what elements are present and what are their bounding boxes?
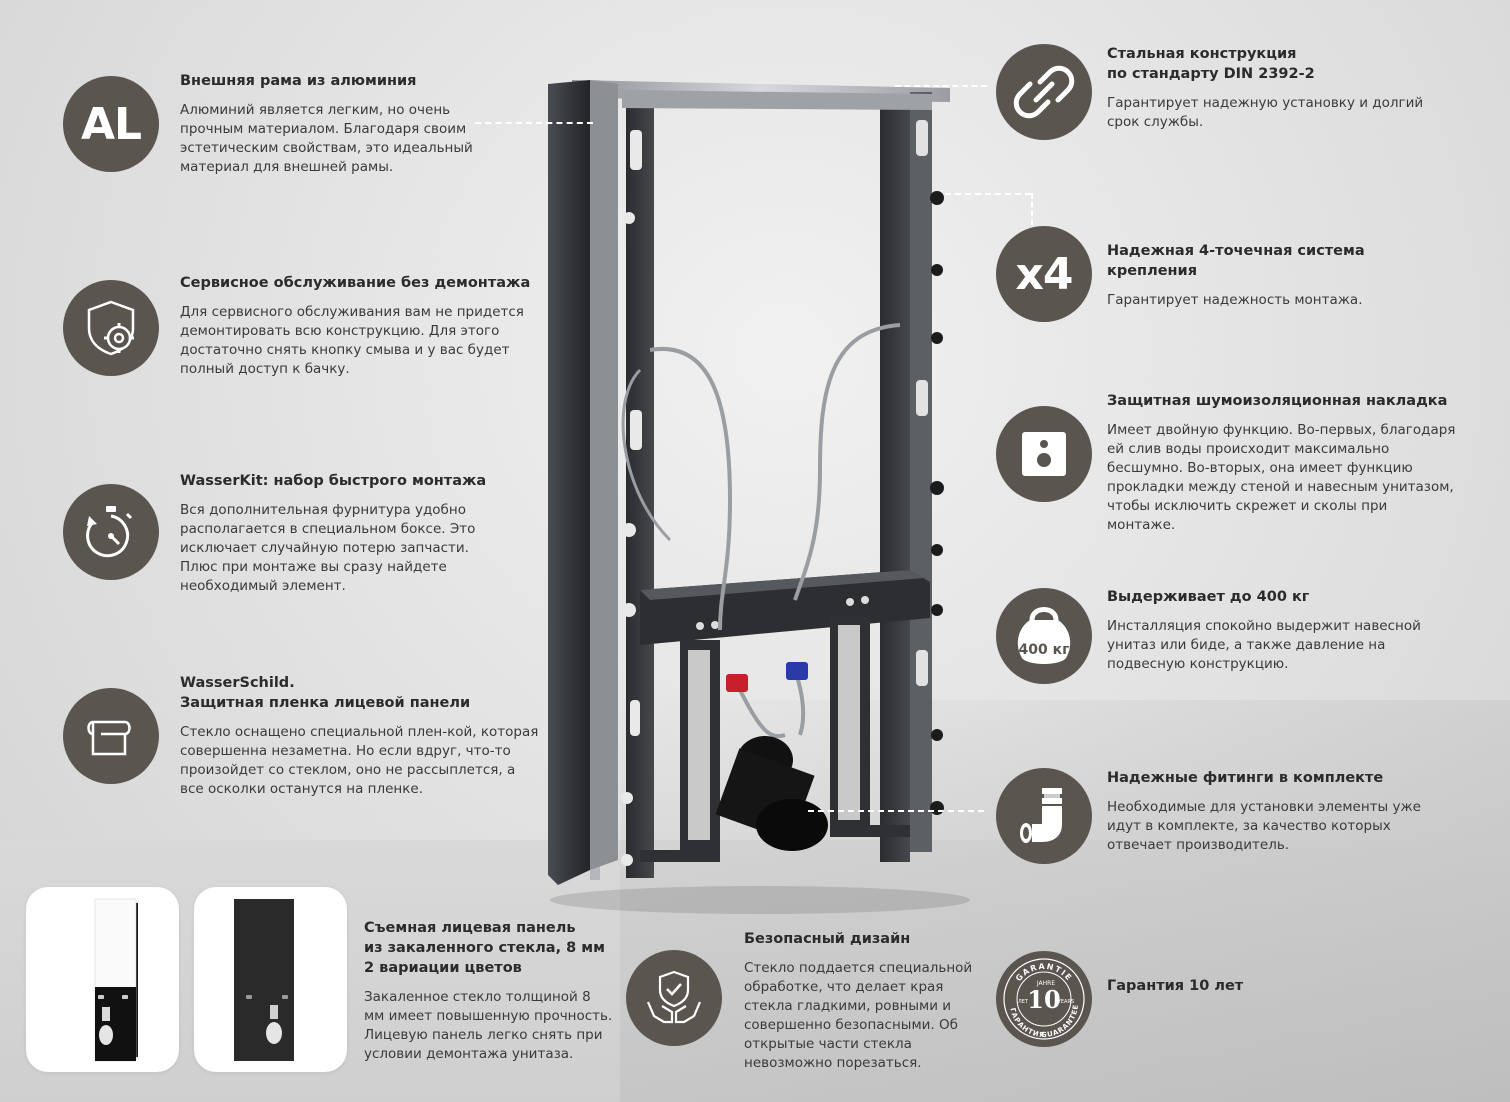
feature-title-aluminium: Внешняя рама из алюминия bbox=[180, 73, 417, 89]
warranty-seal-icon: GARANTIE ГАРАНТИЯ GUARANTEE JAHRE 10 ЛЕТ… bbox=[996, 951, 1092, 1047]
feature-title-wasserschild: WasserSchild. Защитная пленка лицевой па… bbox=[180, 675, 471, 711]
feature-desc-wasserschild: Стекло оснащено специальной плен-кой, ко… bbox=[180, 724, 539, 797]
hands-shield-icon bbox=[626, 950, 722, 1046]
feature-title-warranty: Гарантия 10 лет bbox=[1107, 978, 1244, 994]
x4-icon-label: x4 bbox=[1015, 248, 1074, 300]
connector-line-four-point-vertical bbox=[1031, 193, 1033, 225]
film-roll-icon bbox=[63, 688, 159, 784]
feature-title-service: Сервисное обслуживание без демонтажа bbox=[180, 275, 531, 291]
feature-desc-steel: Гарантирует надежную установку и долгий … bbox=[1107, 95, 1424, 130]
feature-desc-glass-panel: Закаленное стекло толщиной 8 мм имеет по… bbox=[364, 989, 613, 1062]
feature-title-four-point: Надежная 4-точечная система крепления bbox=[1107, 243, 1365, 279]
feature-desc-fittings: Необходимые для установки элементы уже и… bbox=[1107, 799, 1421, 853]
feature-desc-aluminium: Алюминий является легким, но очень прочн… bbox=[180, 102, 473, 175]
seal-number-text: 10 bbox=[1027, 985, 1060, 1014]
connector-line-fittings bbox=[808, 810, 984, 812]
feature-title-noise-pad: Защитная шумоизоляционная накладка bbox=[1107, 393, 1448, 409]
white-panel-card bbox=[26, 887, 179, 1072]
feature-desc-wasserkit: Вся дополнительная фурнитура удобно расп… bbox=[180, 502, 476, 594]
wall-pad-icon bbox=[996, 406, 1092, 502]
feature-desc-service: Для сервисного обслуживания вам не приде… bbox=[180, 304, 524, 377]
kettlebell-icon: 400 кг bbox=[996, 588, 1092, 684]
seal-years-text: YEARS bbox=[1057, 999, 1074, 1005]
feature-title-safe-design: Безопасный дизайн bbox=[744, 931, 911, 947]
pipe-fitting-icon bbox=[996, 768, 1092, 864]
feature-title-load: Выдерживает до 400 кг bbox=[1107, 589, 1310, 605]
installation-frame-drawing bbox=[548, 80, 970, 914]
seal-jahre-text: JAHRE bbox=[1036, 980, 1055, 987]
feature-title-wasserkit: WasserKit: набор быстрого монтажа bbox=[180, 473, 487, 489]
feature-desc-load: Инсталляция спокойно выдержит навесной у… bbox=[1107, 618, 1421, 672]
al-icon-label: AL bbox=[80, 98, 142, 150]
stopwatch-icon bbox=[63, 484, 159, 580]
feature-desc-safe-design: Стекло поддается специальной обработке, … bbox=[744, 960, 973, 1071]
chain-link-icon bbox=[996, 44, 1092, 140]
connector-line-aluminium bbox=[475, 122, 593, 124]
feature-title-glass-panel: Съемная лицевая панель из закаленного ст… bbox=[364, 920, 605, 976]
installation-frame-illustration bbox=[530, 70, 970, 920]
connector-line-steel bbox=[895, 85, 987, 87]
feature-desc-noise-pad: Имеет двойную функцию. Во-первых, благод… bbox=[1107, 422, 1456, 533]
shield-gear-icon bbox=[63, 280, 159, 376]
feature-title-steel: Стальная конструкция по стандарту DIN 23… bbox=[1107, 46, 1315, 82]
x4-text-icon: x4 bbox=[996, 226, 1092, 322]
al-text-icon: AL bbox=[63, 76, 159, 172]
black-panel-card bbox=[194, 887, 347, 1072]
feature-title-fittings: Надежные фитинги в комплекте bbox=[1107, 770, 1384, 786]
feature-desc-four-point: Гарантирует надежность монтажа. bbox=[1107, 292, 1363, 308]
kettlebell-icon-label: 400 кг bbox=[1018, 642, 1070, 658]
connector-line-four-point bbox=[945, 193, 1031, 195]
seal-let-text: ЛЕТ bbox=[1018, 999, 1029, 1005]
